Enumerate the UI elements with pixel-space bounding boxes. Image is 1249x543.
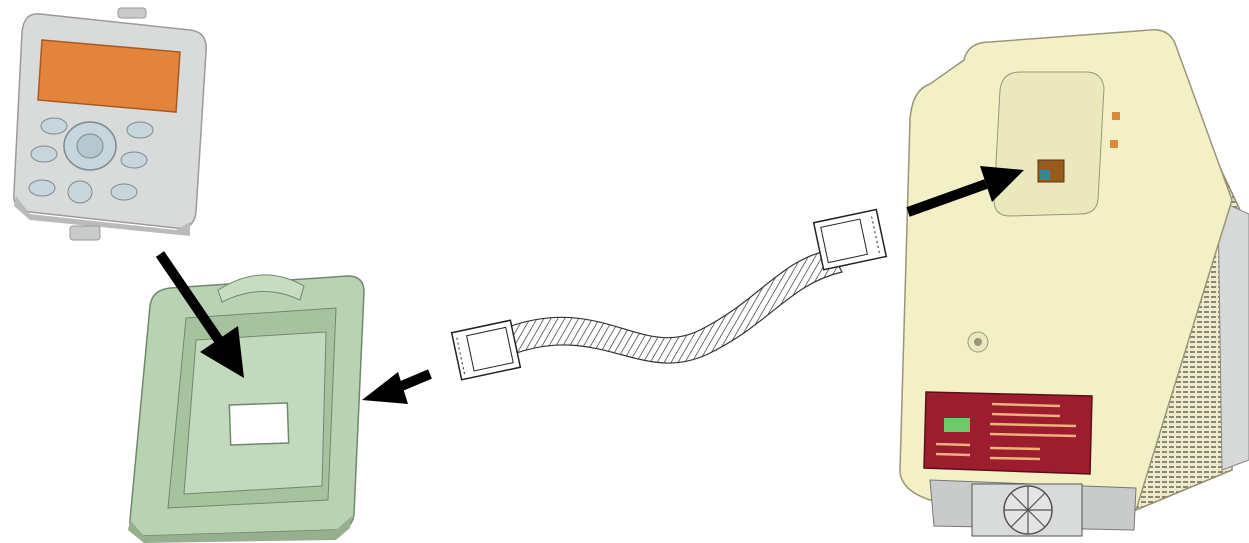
cable-connector-right <box>814 209 887 269</box>
mounting-frame-icon <box>128 275 364 543</box>
drive-unit-icon <box>900 30 1249 536</box>
arrow-left-icon <box>362 372 430 404</box>
keypad-display <box>38 40 180 112</box>
frame-opening <box>229 403 288 445</box>
keypad-icon <box>14 8 206 240</box>
ribbon-cable-icon <box>452 209 887 379</box>
cable-connector-left <box>452 320 521 379</box>
